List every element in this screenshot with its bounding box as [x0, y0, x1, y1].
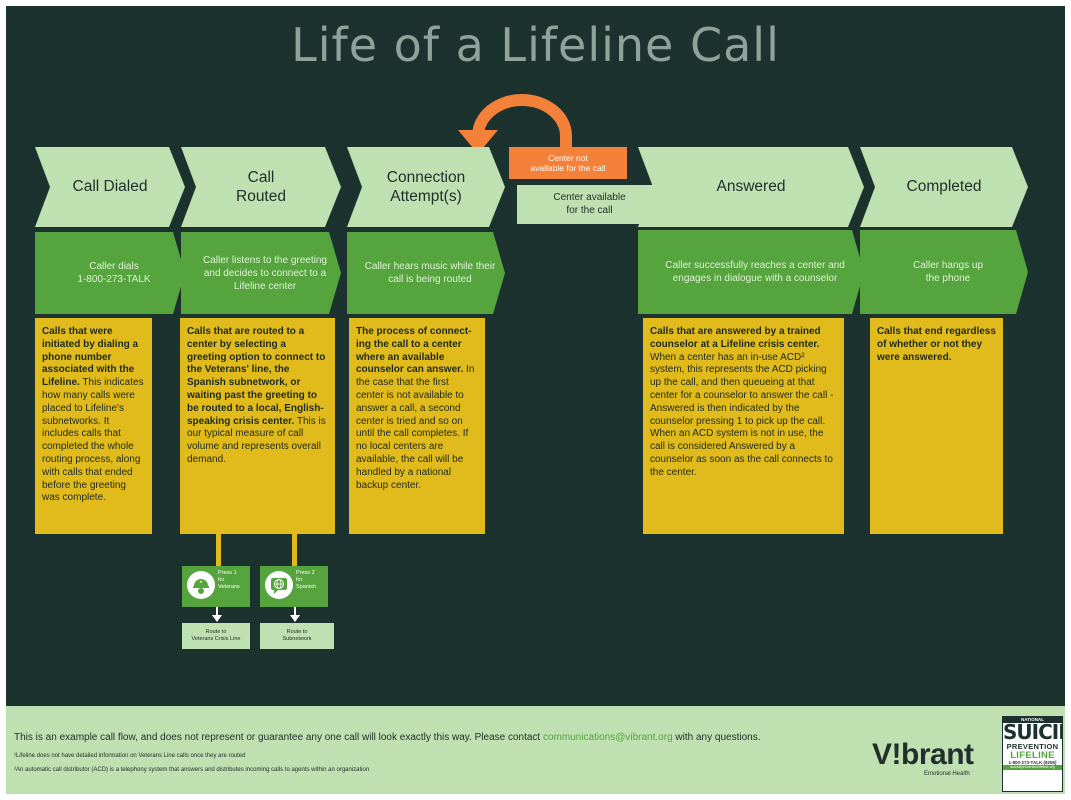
- stage-header-answered: Caller successfully reaches a center and…: [638, 230, 864, 314]
- description-text: When a center has an in-use ACD² system,…: [650, 351, 834, 478]
- description-call-dialed: Calls that were initiated by dialing a p…: [35, 318, 152, 534]
- vibrant-tagline: Emotional Health: [924, 771, 970, 777]
- option-veterans: Press 1 for Veterans: [182, 566, 250, 607]
- contact-email-link[interactable]: communications@vibrant.org: [542, 732, 673, 743]
- stage-completed: Completed: [860, 147, 1028, 227]
- description-call-routed: Calls that are routed to a center by sel…: [180, 318, 335, 534]
- center-not-available-label: Center not available for the call: [509, 147, 627, 179]
- footer: This is an example call flow, and does n…: [6, 706, 1065, 794]
- stage-call-routed: Call Routed: [181, 147, 341, 227]
- center-available-arrow: Center available for the call: [517, 185, 672, 224]
- stage-call-dialed: Call Dialed: [35, 147, 185, 227]
- diagram-canvas: Life of a Lifeline Call Call Dialed Call…: [6, 6, 1065, 794]
- description-text: In the case that the first center is not…: [356, 364, 475, 491]
- stage-header-call-routed: Caller listens to the greeting and decid…: [181, 232, 341, 314]
- description-bold: Calls that were initiated by dialing a p…: [42, 326, 139, 389]
- arrow-spanish: [294, 607, 296, 617]
- stage-label: Call Dialed: [72, 178, 148, 196]
- arrowhead-veterans: [212, 615, 222, 622]
- description-bold: The process of connect-ing the call to a…: [356, 326, 472, 376]
- description-bold: Calls that end regardless of whether or …: [877, 326, 996, 363]
- globe-chat-icon: [265, 571, 293, 599]
- retry-loop-arrow: [458, 94, 572, 154]
- option-press-label: Press 1 for Veterans: [218, 570, 240, 591]
- connector-spanish: [292, 534, 297, 566]
- veteran-helmet-icon: [187, 571, 215, 599]
- route-subnetwork: Route to Subnetwork: [260, 623, 334, 649]
- stage-label: Completed: [906, 178, 982, 196]
- route-veterans-crisis-line: Route to Veterans Crisis Line: [182, 623, 250, 649]
- option-press-label: Press 2 for Spanish: [296, 570, 316, 591]
- arrow-veterans: [216, 607, 218, 617]
- description-text: This indicates how many calls were place…: [42, 377, 144, 504]
- stage-answered: Answered: [638, 147, 864, 227]
- arrowhead-spanish: [290, 615, 300, 622]
- lifeline-logo: NATIONAL SUICIDE PREVENTION LIFELINE 1-8…: [1002, 716, 1063, 792]
- stage-label: Call Routed: [236, 168, 286, 205]
- disclaimer: This is an example call flow, and does n…: [14, 732, 761, 743]
- description-connection: The process of connect-ing the call to a…: [349, 318, 485, 534]
- stage-header-call-dialed: Caller dials 1-800-273-TALK: [35, 232, 185, 314]
- description-bold: Calls that are routed to a center by sel…: [187, 326, 326, 427]
- stage-connection-attempts: Connection Attempt(s): [347, 147, 505, 227]
- description-bold: Calls that are answered by a trained cou…: [650, 326, 821, 350]
- diagram-title: Life of a Lifeline Call: [291, 18, 780, 72]
- stage-label: Connection Attempt(s): [386, 168, 466, 205]
- stage-label: Answered: [716, 178, 786, 196]
- description-completed: Calls that end regardless of whether or …: [870, 318, 1003, 534]
- description-text: This is our typical measure of call volu…: [187, 415, 326, 465]
- stage-header-completed: Caller hangs up the phone: [860, 230, 1028, 314]
- footnote-2: ²An automatic call distributor (ACD) is …: [14, 767, 370, 773]
- vibrant-logo: V!brant: [872, 738, 974, 771]
- option-spanish: Press 2 for Spanish: [260, 566, 328, 607]
- connector-veterans: [216, 534, 221, 566]
- stage-header-connection: Caller hears music while their call is b…: [347, 232, 505, 314]
- footnote-1: ¹Lifeline does not have detailed informa…: [14, 753, 246, 759]
- description-answered: Calls that are answered by a trained cou…: [643, 318, 844, 534]
